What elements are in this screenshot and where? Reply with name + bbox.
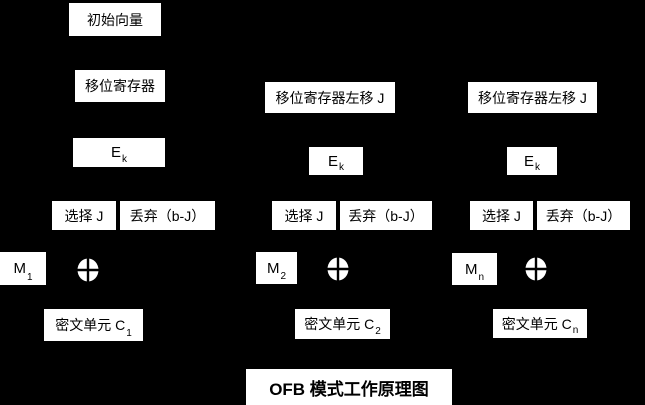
xor-icon xyxy=(77,258,99,282)
shift-register-box-2: 移位寄存器左移 J xyxy=(265,82,395,113)
shift-register-box-1: 移位寄存器 xyxy=(75,70,165,102)
message-subscript: 1 xyxy=(26,272,33,283)
ciphertext-label: 密文单元 C xyxy=(55,317,126,333)
select-j-box-2: 选择 J xyxy=(272,201,336,230)
xor-icon xyxy=(525,257,547,281)
encryptor-label: E xyxy=(523,152,534,170)
initial-vector-box: 初始向量 xyxy=(69,3,161,36)
shift-register-box-3: 移位寄存器左移 J xyxy=(468,82,597,113)
ciphertext-subscript: 2 xyxy=(375,326,381,337)
message-label: M xyxy=(464,260,478,278)
ciphertext-label: 密文单元 C xyxy=(501,315,572,332)
message-label: M xyxy=(13,260,26,277)
discard-box-3: 丢弃（b-J） xyxy=(537,201,630,230)
ciphertext-subscript: n xyxy=(572,325,579,336)
ciphertext-subscript: 1 xyxy=(126,328,132,339)
message-subscript: n xyxy=(478,272,485,283)
encryptor-subscript: k xyxy=(339,162,344,173)
discard-box-2: 丢弃（b-J） xyxy=(340,201,432,230)
discard-box-1: 丢弃（b-J） xyxy=(120,201,215,230)
encryptor-subscript: k xyxy=(122,154,127,165)
encryptor-label: E xyxy=(327,152,338,170)
message-label: M xyxy=(266,259,280,277)
ciphertext-label: 密文单元 C xyxy=(304,316,375,332)
encryptor-subscript: k xyxy=(535,162,540,173)
select-j-box-1: 选择 J xyxy=(52,201,116,230)
select-j-box-3: 选择 J xyxy=(470,201,533,230)
diagram-title: OFB 模式工作原理图 xyxy=(246,369,452,405)
message-subscript: 2 xyxy=(280,271,287,282)
encryptor-label: E xyxy=(110,144,121,161)
xor-icon xyxy=(327,257,349,281)
